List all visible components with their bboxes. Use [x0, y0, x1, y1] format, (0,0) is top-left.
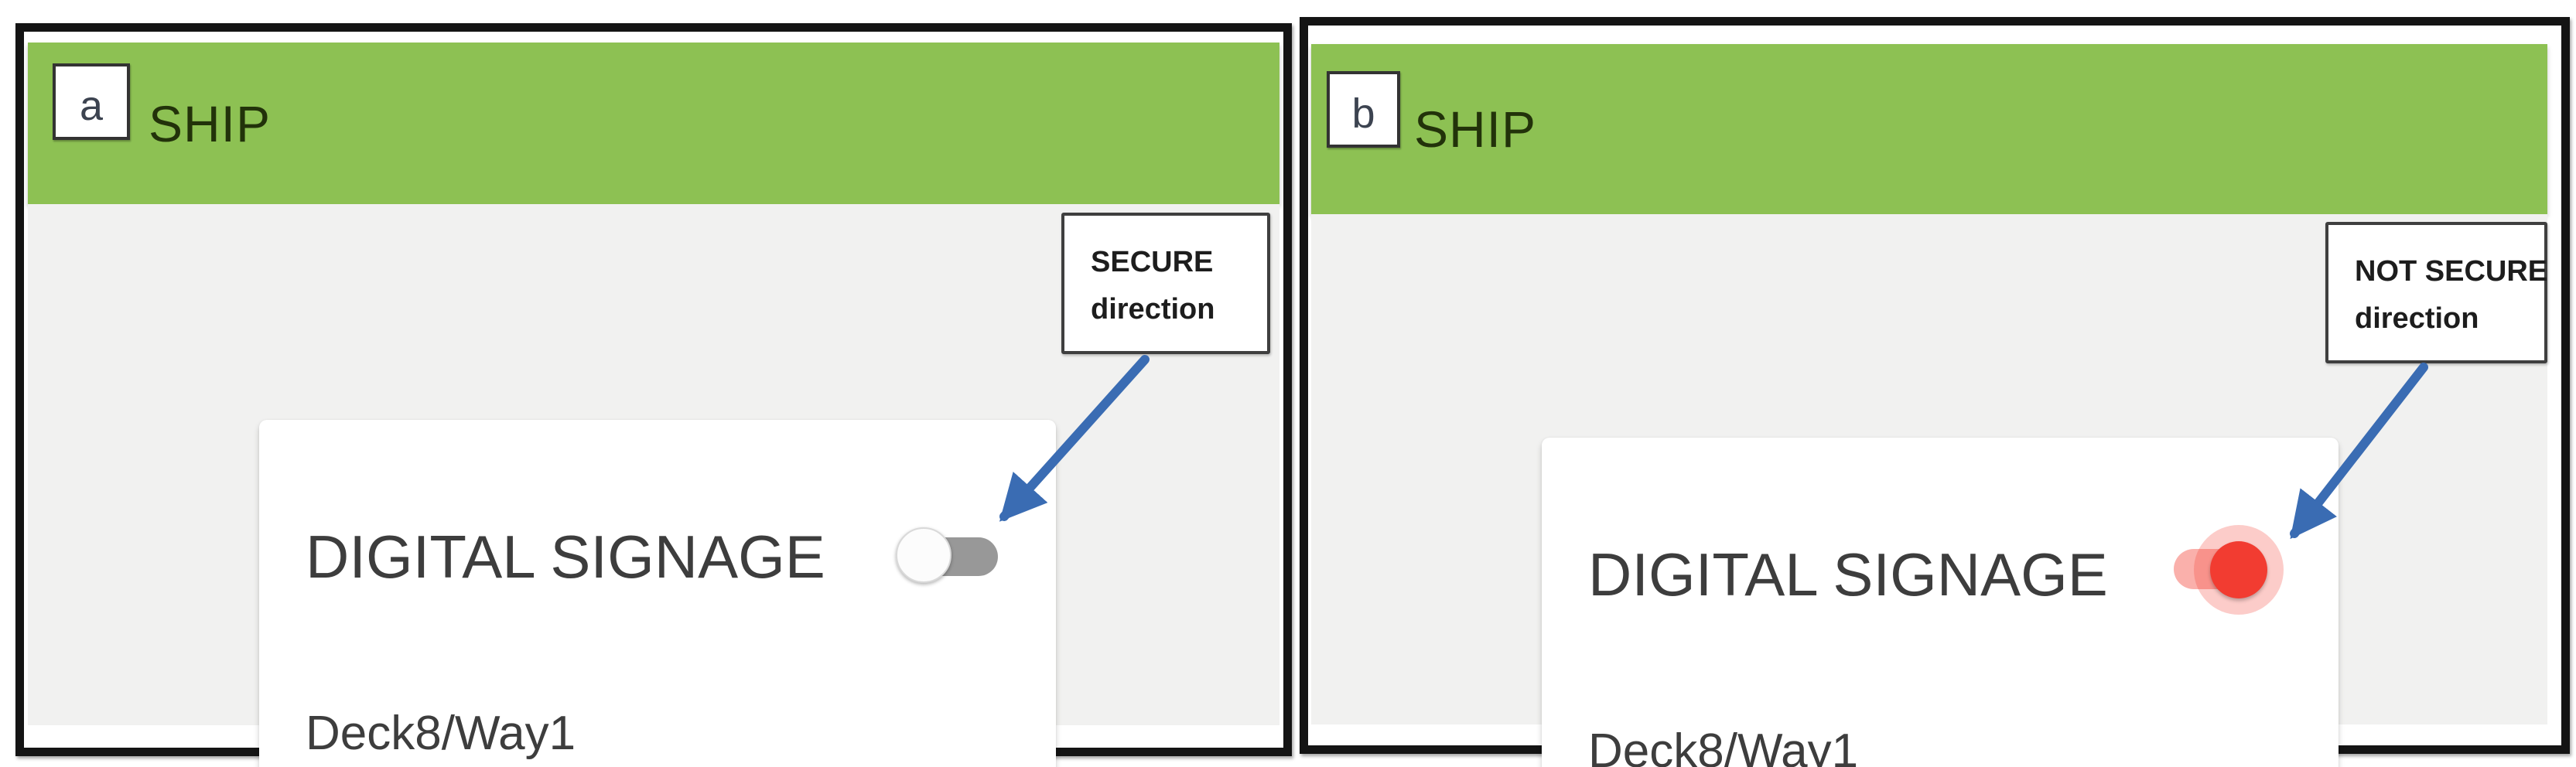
- annotation-arrow-icon: [999, 355, 1150, 522]
- device-label: Deck8/Way1: [1588, 724, 1859, 767]
- annotation-arrow-icon: [2290, 363, 2428, 540]
- header-title: SHIP: [1414, 101, 1537, 158]
- direction-toggle[interactable]: [896, 524, 1004, 591]
- signage-card: DIGITAL SIGNAGE Deck8/Way1: [259, 420, 1056, 767]
- callout-not-secure-direction: NOT SECURE direction: [2325, 222, 2547, 363]
- direction-toggle[interactable]: [2169, 500, 2308, 639]
- device-label: Deck8/Way1: [306, 707, 576, 760]
- ship-header: b SHIP: [1311, 44, 2547, 214]
- panel-a: a SHIP DIGITAL SIGNAGE Deck8/Way1 SECURE…: [15, 23, 1292, 767]
- callout-line1: SECURE: [1091, 246, 1214, 278]
- callout-line2: direction: [2355, 302, 2479, 335]
- header-title: SHIP: [149, 94, 272, 152]
- card-title: DIGITAL SIGNAGE: [306, 523, 825, 591]
- panel-label-box: b: [1327, 71, 1400, 148]
- ship-header: a SHIP: [28, 43, 1279, 204]
- panel-b: b SHIP DIGITAL SIGNAGE Deck8/Way1 NOT SE…: [1300, 17, 2570, 767]
- callout-line1: NOT SECURE: [2355, 255, 2548, 288]
- callout-line2: direction: [1091, 292, 1215, 326]
- toggle-thumb: [2210, 541, 2267, 598]
- toggle-thumb: [896, 527, 951, 583]
- panel-label-box: a: [53, 63, 130, 140]
- callout-secure-direction: SECURE direction: [1061, 213, 1270, 354]
- card-title: DIGITAL SIGNAGE: [1588, 540, 2108, 608]
- panel-label: b: [1351, 90, 1375, 137]
- panel-label: a: [79, 82, 104, 129]
- signage-card: DIGITAL SIGNAGE Deck8/Way1: [1542, 438, 2339, 767]
